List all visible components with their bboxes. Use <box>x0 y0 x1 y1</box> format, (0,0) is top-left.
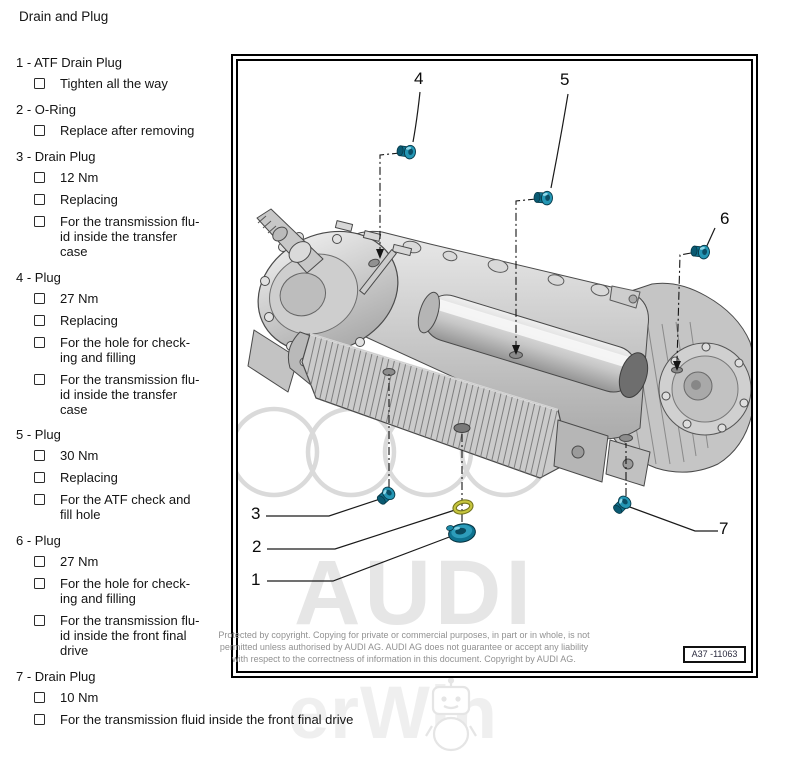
alignment-lines <box>379 152 692 522</box>
drive-tube <box>417 291 649 398</box>
oil-pan <box>301 333 571 479</box>
erwin-mascot-icon <box>425 678 477 752</box>
plug-7-illustration <box>610 493 634 517</box>
copyright-line-2: permitted unless authorised by AUDI AG. … <box>219 642 589 652</box>
copyright-line-1: Protected by copyright. Copying for priv… <box>218 630 590 640</box>
alignment-arrowheads <box>376 249 681 371</box>
page-title: Drain and Plug <box>19 9 109 24</box>
top-castings <box>402 240 641 309</box>
drain-holes <box>368 258 683 442</box>
callout-leader-lines <box>266 91 718 582</box>
audi-logo-watermark-text: AUDI <box>294 542 535 644</box>
callout-3: 3 <box>251 504 261 523</box>
atf-drain-plug-illustration <box>446 523 476 543</box>
callout-4: 4 <box>414 69 424 88</box>
drawing-number-label: A37 -11063 <box>683 646 746 663</box>
callout-1: 1 <box>251 570 261 589</box>
callout-2: 2 <box>252 537 262 556</box>
plug-4-illustration <box>395 143 417 161</box>
erwin-watermark: erWin <box>288 676 498 752</box>
o-ring-illustration <box>452 499 474 515</box>
callout-7: 7 <box>719 519 729 538</box>
rear-end-cap <box>658 342 752 436</box>
callout-5: 5 <box>560 70 570 89</box>
callout-6: 6 <box>720 209 730 228</box>
transmission-illustration <box>247 208 752 487</box>
copyright-watermark: Protected by copyright. Copying for priv… <box>206 629 602 665</box>
copyright-line-3: with respect to the correctness of infor… <box>232 654 576 664</box>
plug-6-illustration <box>689 243 711 260</box>
mounting-studs <box>334 220 413 295</box>
plug-5-illustration <box>533 189 554 206</box>
output-shaft <box>256 208 324 274</box>
